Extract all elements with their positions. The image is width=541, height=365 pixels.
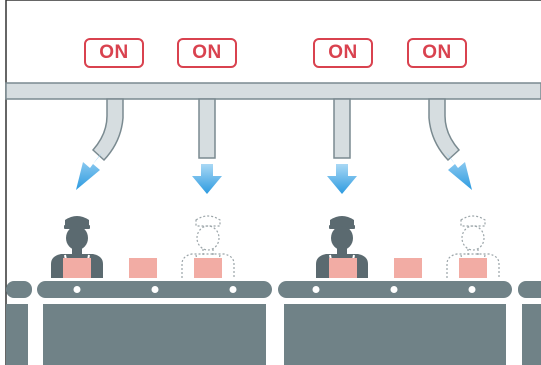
product-box [129, 258, 157, 278]
conveyor-belt-1 [37, 281, 272, 365]
product-box [394, 258, 422, 278]
on-indicator-badge: ON [84, 38, 144, 68]
airflow-arrow-icon [192, 164, 222, 194]
product-box [194, 258, 222, 278]
outlet-duct-3 [334, 99, 350, 158]
airflow-arrow-icon [327, 164, 357, 194]
conveyor-left-end [6, 281, 32, 365]
conveyor-belt-2 [278, 281, 512, 365]
product-box [329, 258, 357, 278]
product-box [459, 258, 487, 278]
on-indicator-badge: ON [313, 38, 373, 68]
on-indicator-badge: ON [407, 38, 467, 68]
main-air-duct [6, 83, 541, 99]
outlet-duct-1 [93, 99, 123, 160]
outlet-duct-4 [429, 99, 459, 160]
on-indicator-badge: ON [177, 38, 237, 68]
conveyor-right-end [518, 281, 541, 365]
outlet-duct-2 [199, 99, 215, 158]
airflow-arrow-icon [76, 152, 103, 190]
product-box [63, 258, 91, 278]
